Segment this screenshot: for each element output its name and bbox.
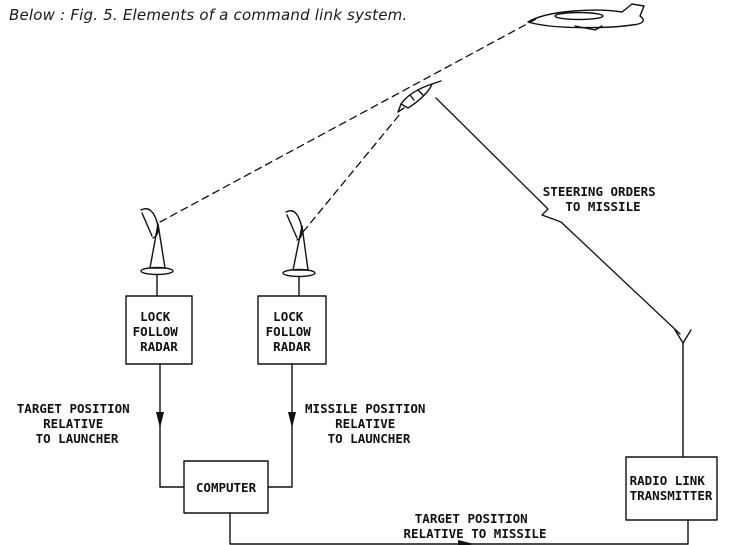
transmitter-box — [625, 456, 718, 521]
radar-box-target — [125, 295, 193, 365]
target-tracking-beam — [159, 17, 539, 223]
label-missile-position: MISSILE POSITION RELATIVE TO LAUNCHER — [305, 401, 433, 446]
transmitter-label: RADIO LINK TRANSMITTER — [630, 473, 713, 503]
missile-tracking-beam — [302, 113, 401, 233]
label-steering-orders: STEERING ORDERS TO MISSILE — [543, 184, 663, 214]
arrowhead-icon — [288, 412, 296, 428]
radar-dish-icon — [140, 208, 174, 297]
aircraft-icon — [527, 3, 645, 31]
missile-icon — [397, 80, 442, 113]
radar-label-missile: LOCK FOLLOW RADAR — [266, 309, 319, 354]
tracking-beams — [159, 17, 539, 233]
label-target-position: TARGET POSITION RELATIVE TO LAUNCHER — [17, 401, 137, 446]
radar-dish-icon — [282, 210, 316, 297]
computer-label: COMPUTER — [196, 480, 257, 495]
figure-caption: Below : Fig. 5. Elements of a command li… — [9, 6, 408, 24]
arrowhead-icon — [156, 412, 164, 428]
label-target-relative-missile: TARGET POSITION RELATIVE TO MISSILE — [404, 511, 547, 541]
antenna-icon — [674, 329, 692, 458]
arrowhead-icon — [458, 540, 474, 545]
steering-radio-link — [435, 97, 681, 335]
radar-label-target: LOCK FOLLOW RADAR — [133, 309, 186, 354]
